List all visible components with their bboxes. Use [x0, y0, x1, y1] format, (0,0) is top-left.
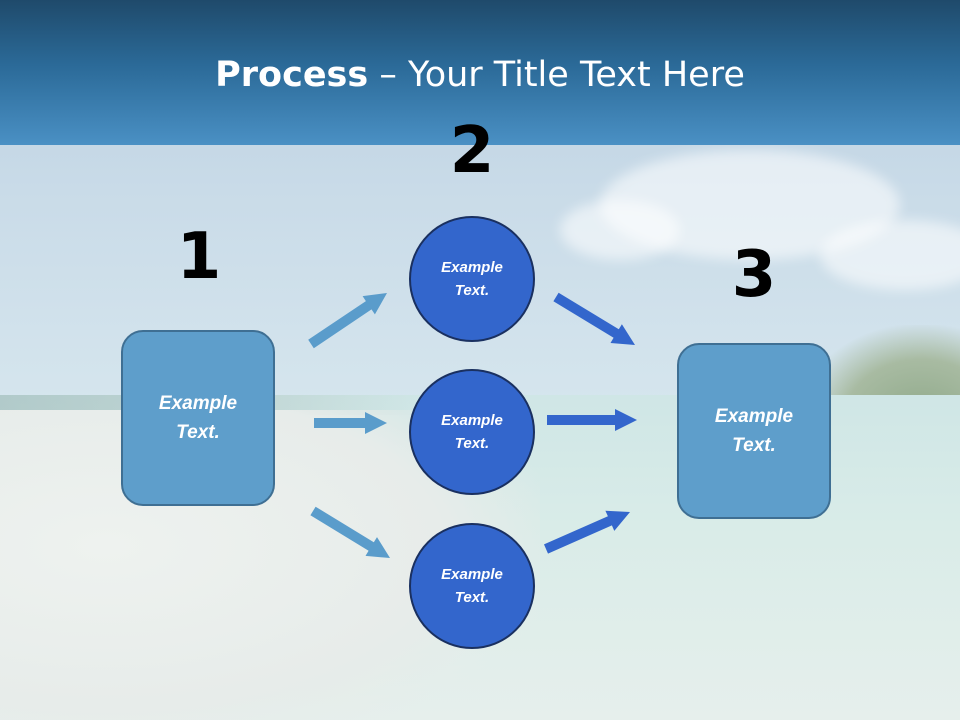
circle-bottom-text: Example Text.: [441, 566, 503, 606]
process-circle-bottom[interactable]: Example Text.: [409, 523, 535, 649]
title-rest: – Your Title Text Here: [368, 55, 745, 95]
box-left-text: Example Text.: [158, 393, 238, 443]
process-circle-middle[interactable]: Example Text.: [409, 369, 535, 495]
header-band: [0, 0, 960, 145]
arrow-left-to-middle: [314, 412, 387, 434]
arrow-top-to-right: [553, 292, 635, 345]
slide-title: Process – Your Title Text Here: [0, 52, 960, 98]
cloud: [560, 200, 680, 260]
arrow-left-to-top: [308, 293, 387, 349]
box-right-text: Example Text.: [714, 406, 794, 456]
process-circle-top[interactable]: Example Text.: [409, 216, 535, 342]
arrow-bottom-to-right: [544, 510, 630, 554]
process-box-left[interactable]: Example Text.: [121, 330, 275, 506]
title-bold: Process: [215, 55, 369, 95]
step-number-3: 3: [731, 238, 777, 312]
arrow-left-to-bottom: [310, 506, 390, 558]
step-number-1: 1: [176, 220, 222, 294]
circle-top-text: Example Text.: [441, 259, 503, 299]
arrow-middle-to-right: [547, 409, 637, 431]
step-number-2: 2: [449, 114, 495, 188]
cloud: [820, 220, 960, 290]
process-box-right[interactable]: Example Text.: [677, 343, 831, 519]
circle-middle-text: Example Text.: [441, 412, 503, 452]
